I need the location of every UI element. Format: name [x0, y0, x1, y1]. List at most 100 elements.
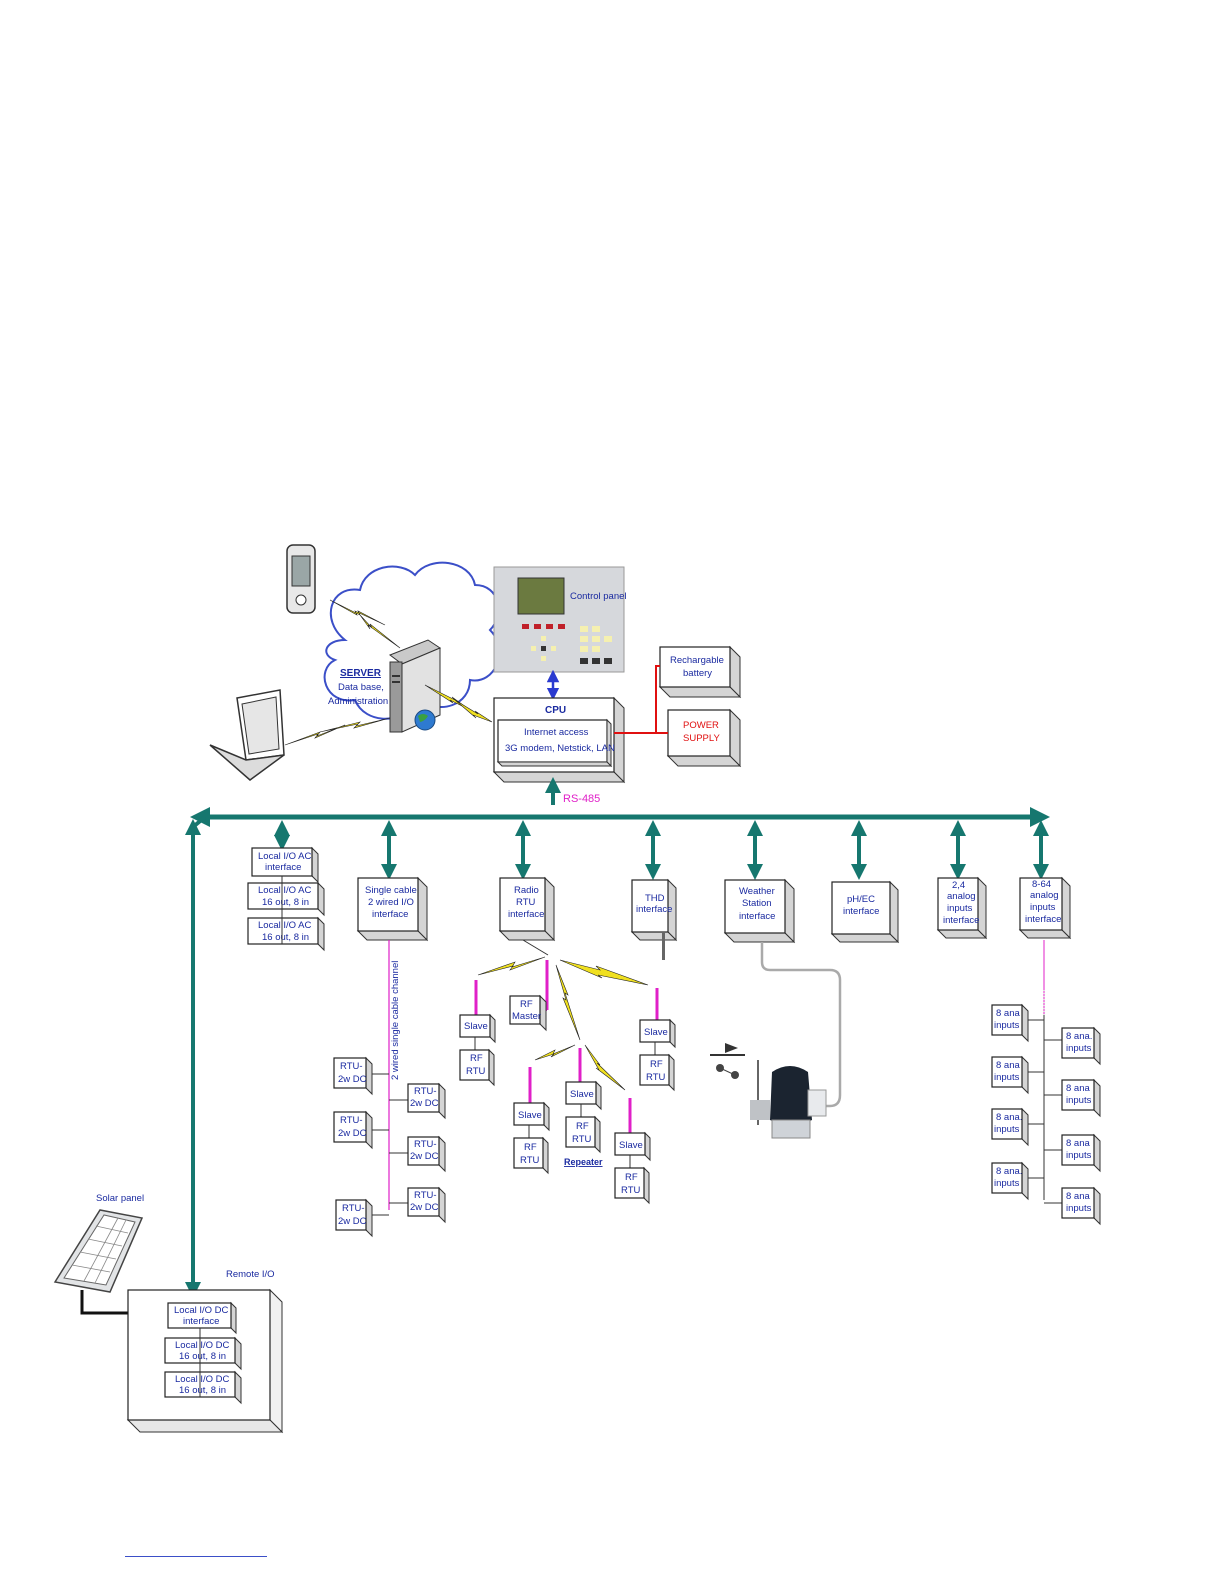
battery-box: Rechargable battery	[658, 645, 742, 699]
cpu-title: CPU	[545, 705, 566, 716]
server-db-label: Data base,	[338, 682, 384, 693]
rf-label: RF	[520, 999, 533, 1010]
rtu-label-2: 2w DC	[338, 1216, 367, 1227]
analog-inputs-box: 8 ana inputs	[1061, 1133, 1101, 1173]
ana-label-1: 8 ana	[1066, 1138, 1090, 1149]
analog-inputs-box: 8 ana inputs	[1061, 1186, 1101, 1226]
ana-label-1: 8 ana.	[996, 1166, 1022, 1177]
rtu-label-1: RTU-	[342, 1203, 365, 1214]
local-dc-io-label-2: 16 out, 8 in	[179, 1351, 226, 1362]
repeater-rf-rtu-box: RF RTU	[565, 1115, 601, 1154]
ana-label-1: 8 ana	[996, 1008, 1020, 1019]
rtu-label-2: 2w DC	[410, 1151, 439, 1162]
local-dc-io-label-2: 16 out, 8 in	[179, 1385, 226, 1396]
weather-station-icon	[710, 1043, 827, 1139]
rs485-label: RS-485	[563, 793, 600, 805]
rtu-2w-dc-box: RTU- 2w DC	[333, 1110, 373, 1150]
analog864-label-3: inputs	[1030, 902, 1056, 913]
analog-inputs-box: 8 ana inputs	[991, 1055, 1029, 1095]
analog864-interface-box: 8-64 analog inputs interface	[1018, 876, 1072, 940]
rtu-label-2: 2w DC	[338, 1128, 367, 1139]
single-cable-channel-label: 2 wired single cable channel	[390, 961, 401, 1080]
slave-label: Slave	[518, 1110, 542, 1121]
rtu-2w-dc-box: RTU- 2w DC	[335, 1198, 373, 1238]
repeater-label: Repeater	[564, 1157, 603, 1167]
rf-master-box: RF Master	[509, 994, 547, 1032]
analog24-label-4: interface	[943, 915, 979, 926]
rtu-label: RTU	[621, 1185, 640, 1196]
wireless-link-icon	[319, 717, 391, 733]
rf-label: RF	[576, 1121, 589, 1132]
thd-label-1: THD	[645, 893, 665, 904]
repeater-slave-box: Slave	[565, 1080, 602, 1111]
power-label-1: POWER	[683, 720, 719, 731]
laptop-icon	[209, 689, 285, 781]
local-ac-io-label-2: 16 out, 8 in	[262, 897, 309, 908]
local-ac-io-box-1: Local I/O AC 16 out, 8 in	[247, 881, 325, 917]
local-dc-io-label-1: Local I/O DC	[175, 1374, 230, 1385]
solar-panel-label: Solar panel	[96, 1193, 144, 1204]
analog-inputs-box: 8 ana. inputs	[991, 1107, 1029, 1147]
radio-label-3: interface	[508, 909, 544, 920]
bus-corner	[191, 815, 207, 829]
local-ac-io-label-2: 16 out, 8 in	[262, 932, 309, 943]
local-ac-io-box-2: Local I/O AC 16 out, 8 in	[247, 916, 325, 952]
rf-rtu-box: RF RTU	[459, 1048, 495, 1087]
ana-label-2: inputs	[994, 1072, 1020, 1083]
rtu-label-1: RTU-	[414, 1190, 437, 1201]
battery-label-2: battery	[683, 668, 712, 679]
wireless-link-icon	[454, 699, 493, 723]
weather-label-3: interface	[739, 911, 775, 922]
ana-label-1: 8 ana	[1066, 1083, 1090, 1094]
server-icon	[388, 639, 442, 733]
rtu-2w-dc-box: RTU- 2w DC	[407, 1135, 446, 1173]
rtu-label-1: RTU-	[340, 1115, 363, 1126]
analog24-label-2: analog	[947, 891, 976, 902]
analog-inputs-box: 8 ana. inputs	[1061, 1026, 1101, 1066]
rf-label: RF	[625, 1172, 638, 1183]
slave-label: Slave	[644, 1027, 668, 1038]
ana-label-2: inputs	[1066, 1150, 1092, 1161]
radio-label-1: Radio	[514, 885, 539, 896]
rtu-label-2: 2w DC	[410, 1202, 439, 1213]
rtu-label-2: 2w DC	[410, 1098, 439, 1109]
ana-label-2: inputs	[994, 1124, 1020, 1135]
footer-divider	[125, 1556, 267, 1557]
rtu-2w-dc-box: RTU- 2w DC	[407, 1186, 446, 1224]
radio-label-2: RTU	[516, 897, 535, 908]
thd-sensor-icon	[662, 932, 665, 960]
analog-inputs-box: 8 ana inputs	[1061, 1078, 1101, 1118]
ana-label-1: 8 ana.	[1066, 1031, 1092, 1042]
weather-station-interface-box: Weather Station interface	[723, 878, 796, 944]
slave-box: Slave	[614, 1131, 651, 1162]
local-ac-io-label-1: Local I/O AC	[258, 920, 311, 931]
weather-cable	[760, 942, 842, 1108]
single-cable-label-1: Single cable	[365, 885, 417, 896]
phone-icon	[286, 544, 316, 614]
radio-links	[477, 939, 649, 1091]
ana-label-2: inputs	[994, 1020, 1020, 1031]
rtu-2w-dc-box: RTU- 2w DC	[333, 1056, 373, 1096]
weather-label-1: Weather	[739, 886, 775, 897]
analog864-label-4: interface	[1025, 914, 1061, 925]
single-cable-label-3: interface	[372, 909, 408, 920]
rf-rtu-box: RF RTU	[614, 1166, 650, 1205]
server-title: SERVER	[340, 668, 382, 679]
phec-label-2: interface	[843, 906, 879, 917]
ana-label-1: 8 ana	[996, 1060, 1020, 1071]
slave-box: Slave	[459, 1013, 496, 1044]
master-label: Master	[512, 1011, 541, 1022]
weather-label-2: Station	[742, 898, 772, 909]
rtu-label: RTU	[572, 1134, 591, 1145]
cpu-box: CPU Internet access 3G modem, Netstick, …	[492, 696, 626, 784]
rtu-label: RTU	[646, 1072, 665, 1083]
ana-label-1: 8 ana	[1066, 1191, 1090, 1202]
local-dc-interface-label-2: interface	[183, 1316, 219, 1327]
rtu-2w-dc-box: RTU- 2w DC	[407, 1082, 446, 1120]
ana-label-2: inputs	[1066, 1203, 1092, 1214]
server-admin-label: Administration	[328, 696, 388, 707]
local-dc-io-label-1: Local I/O DC	[175, 1340, 230, 1351]
rf-rtu-box: RF RTU	[639, 1053, 675, 1092]
analog24-label-3: inputs	[947, 903, 973, 914]
